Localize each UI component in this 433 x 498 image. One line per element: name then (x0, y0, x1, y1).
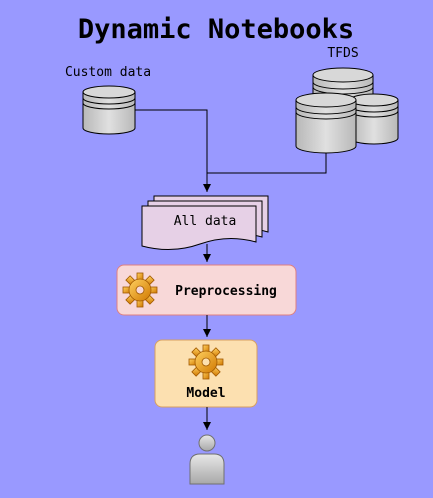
tfds-database-icon (295, 67, 399, 154)
diagram-title: Dynamic Notebooks (78, 14, 354, 45)
custom-data-connector (135, 109, 211, 192)
custom-data-database-icon (82, 85, 136, 135)
model-gear-icon (188, 344, 224, 380)
user-icon (189, 434, 225, 485)
model-label: Model (186, 386, 225, 401)
tfds-label: TFDS (327, 46, 358, 61)
all-data-document-stack (141, 195, 269, 250)
preprocessing-gear-icon (122, 272, 158, 308)
preprocessing-label: Preprocessing (175, 284, 277, 299)
custom-data-label: Custom data (65, 65, 151, 80)
all-data-label: All data (174, 214, 237, 229)
tfds-connector (207, 153, 327, 174)
